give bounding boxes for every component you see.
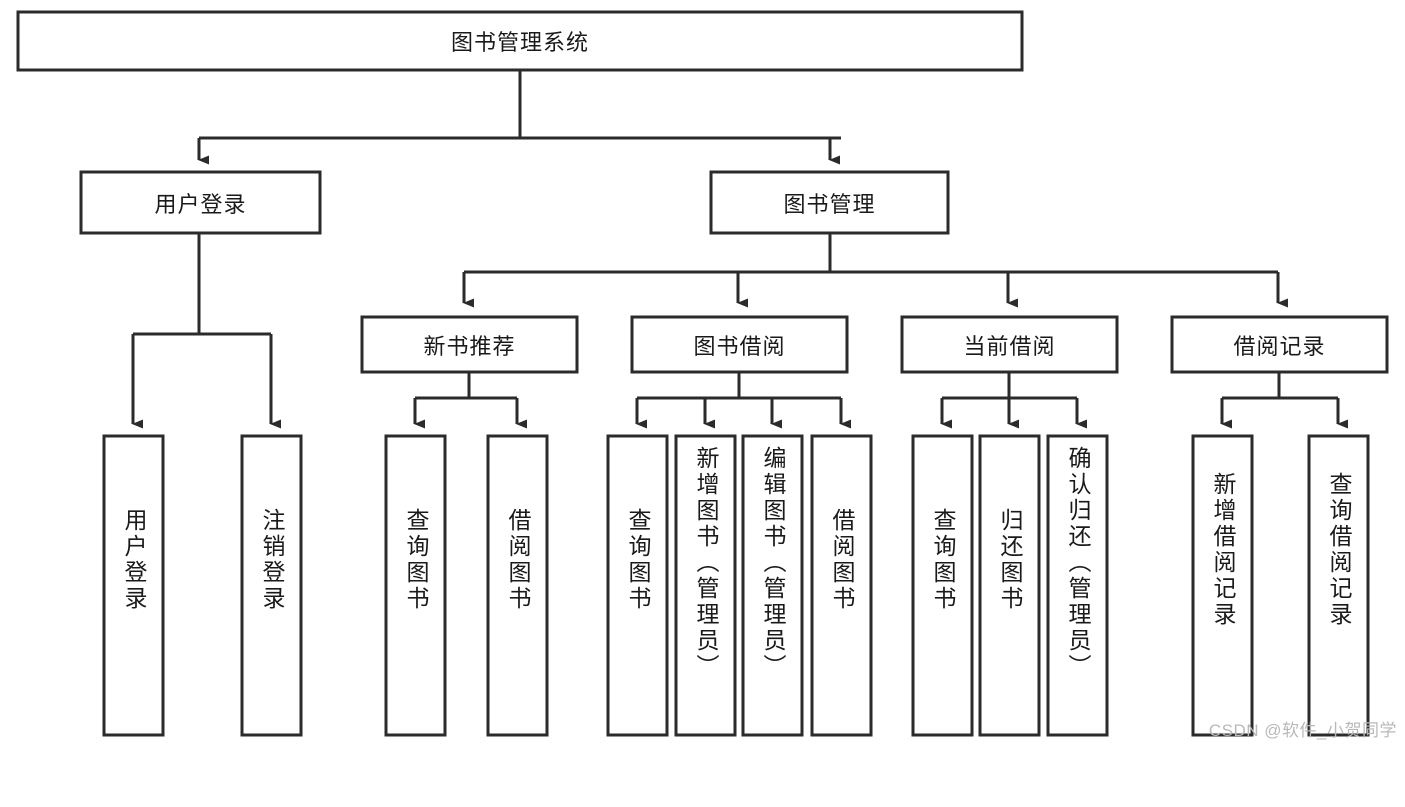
connector-group-current-borrow bbox=[940, 372, 1087, 429]
node-user-login-box[interactable] bbox=[79, 170, 322, 235]
connector-group-book-borrow bbox=[635, 372, 851, 429]
node-borrow-record-box[interactable] bbox=[1170, 315, 1389, 374]
connector-group-borrow-record bbox=[1220, 372, 1348, 429]
diagram-svg bbox=[16, 10, 1389, 737]
node-book-manage-box[interactable] bbox=[709, 170, 950, 235]
node-leaf-borrow-book-1-box[interactable] bbox=[486, 434, 549, 737]
node-leaf-edit-book-box[interactable] bbox=[741, 434, 804, 737]
node-leaf-query-record-box[interactable] bbox=[1307, 434, 1370, 737]
node-leaf-borrow-book-2-box[interactable] bbox=[810, 434, 873, 737]
node-leaf-query-book-2-box[interactable] bbox=[606, 434, 669, 737]
node-leaf-query-book-3-box[interactable] bbox=[911, 434, 974, 737]
diagram-canvas: 图书管理系统 用户登录 图书管理 新书推荐 图书借阅 当前借阅 借阅记录 用户登… bbox=[16, 10, 1396, 740]
node-current-borrow-box[interactable] bbox=[900, 315, 1119, 374]
node-leaf-user-login-box[interactable] bbox=[102, 434, 165, 737]
node-root-box[interactable] bbox=[16, 10, 1024, 72]
node-leaf-logout-login-box[interactable] bbox=[240, 434, 303, 737]
connector-group-user-login bbox=[131, 233, 281, 429]
connector-group-book-manage bbox=[462, 233, 1288, 308]
node-new-book-recommend-box[interactable] bbox=[360, 315, 579, 374]
node-leaf-return-book-box[interactable] bbox=[978, 434, 1041, 737]
node-leaf-confirm-return-box[interactable] bbox=[1046, 434, 1109, 737]
node-book-borrow-box[interactable] bbox=[630, 315, 849, 374]
node-leaf-add-record-box[interactable] bbox=[1191, 434, 1254, 737]
node-leaf-add-book-box[interactable] bbox=[674, 434, 737, 737]
connector-group-root bbox=[197, 70, 841, 165]
connector-group-new-book-recommend bbox=[413, 372, 527, 429]
node-leaf-query-book-1-box[interactable] bbox=[384, 434, 447, 737]
